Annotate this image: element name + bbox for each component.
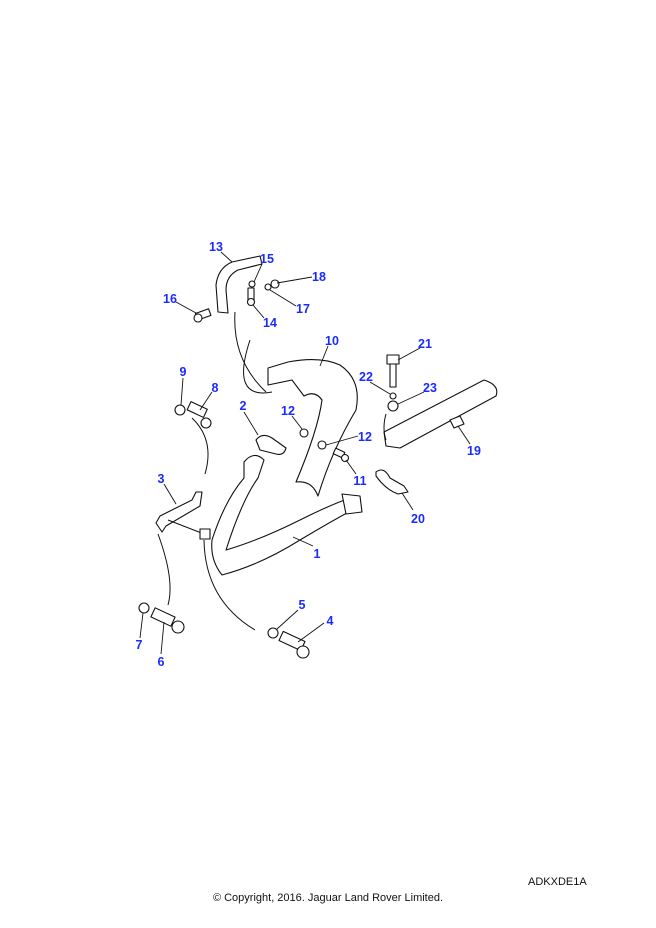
leader-lines (139, 251, 471, 655)
part-1-downpipe[interactable] (211, 454, 357, 576)
part-3-bracket[interactable] (155, 491, 203, 533)
callout-10[interactable]: 10 (325, 334, 339, 348)
callout-13[interactable]: 13 (209, 240, 223, 254)
part-6-stud[interactable] (150, 607, 185, 634)
part-11-bolt[interactable] (332, 447, 350, 463)
callout-17[interactable]: 17 (296, 302, 310, 316)
part-16-bolt[interactable] (193, 308, 212, 323)
callout-19[interactable]: 19 (467, 444, 481, 458)
part-7-washer[interactable] (138, 602, 150, 614)
callout-2[interactable]: 2 (240, 399, 247, 413)
part-12-nut[interactable] (299, 428, 309, 438)
callout-6[interactable]: 6 (158, 655, 165, 669)
callout-18[interactable]: 18 (312, 270, 326, 284)
part-2-clamp[interactable] (255, 434, 287, 455)
callout-4[interactable]: 4 (327, 614, 334, 628)
callout-20[interactable]: 20 (411, 512, 425, 526)
part-21-bolt[interactable] (386, 354, 400, 388)
callout-14[interactable]: 14 (263, 316, 277, 330)
callout-5[interactable]: 5 (299, 598, 306, 612)
callout-12-second[interactable]: 12 (358, 430, 372, 444)
callout-22[interactable]: 22 (359, 370, 373, 384)
part-23-nut[interactable] (387, 400, 399, 412)
part-9-washer[interactable] (174, 404, 186, 416)
part-8-bolt[interactable] (186, 401, 212, 429)
part-22-washer[interactable] (389, 392, 397, 400)
callout-1[interactable]: 1 (314, 547, 321, 561)
part-18-nut[interactable] (270, 279, 280, 289)
callout-7[interactable]: 7 (136, 638, 143, 652)
part-10-heat-shield[interactable] (267, 359, 358, 497)
part-12-nut-2[interactable] (317, 440, 327, 450)
callout-3[interactable]: 3 (158, 472, 165, 486)
part-15-washer[interactable] (248, 280, 256, 288)
diagram-code: ADKXDE1A (528, 876, 587, 888)
copyright-notice: © Copyright, 2016. Jaguar Land Rover Lim… (212, 892, 444, 904)
callout-11[interactable]: 11 (353, 474, 366, 488)
callout-15[interactable]: 15 (260, 252, 274, 266)
callout-21[interactable]: 21 (418, 337, 432, 351)
part-19-heat-shield[interactable] (383, 379, 498, 449)
part-14-bolt[interactable] (246, 287, 256, 307)
part-17-washer[interactable] (264, 283, 272, 291)
callout-8[interactable]: 8 (212, 381, 219, 395)
callout-23[interactable]: 23 (423, 381, 437, 395)
callout-12[interactable]: 12 (281, 404, 295, 418)
part-4-stud[interactable] (278, 630, 310, 659)
callout-16[interactable]: 16 (163, 292, 177, 306)
callout-9[interactable]: 9 (180, 365, 187, 379)
part-20-clamp[interactable] (375, 469, 409, 495)
part-5-washer[interactable] (267, 627, 279, 639)
